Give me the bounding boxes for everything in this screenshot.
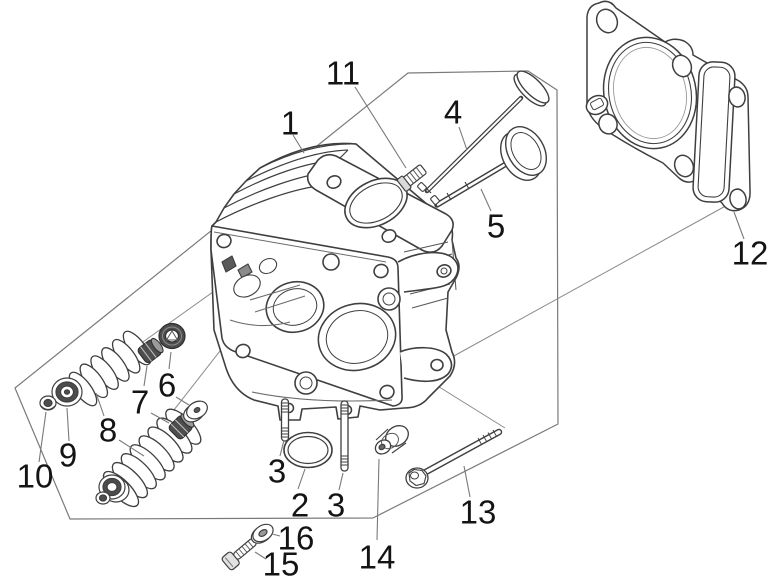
gasket-chain-passage: [692, 61, 736, 203]
callout-label-10: 10: [17, 458, 54, 495]
spring-retainer-upper: [158, 322, 186, 350]
bracket-hole: [436, 264, 452, 278]
rocker-detail: [221, 255, 393, 402]
callout-label-14: 14: [359, 539, 396, 576]
flange-hole: [381, 228, 397, 244]
valve-cap-upper: [39, 395, 57, 411]
intake-flange: [306, 153, 454, 254]
gasket-bore: [602, 36, 698, 150]
callout-label-9: 9: [59, 437, 77, 474]
callout-2: 2: [291, 468, 309, 524]
callout-12: 12: [732, 235, 769, 272]
callout-label-15: 15: [263, 546, 300, 582]
callout-label-5: 5: [487, 208, 505, 245]
callout-label-12: 12: [732, 235, 769, 272]
callout-label-3-right: 3: [327, 487, 345, 524]
callout-8: 8: [95, 392, 145, 457]
stem-seal-upper: [137, 337, 164, 364]
callout-7: 7: [131, 365, 170, 424]
o-ring: [283, 431, 333, 469]
bracket-hole: [430, 358, 444, 372]
flange-bolt: [405, 428, 503, 489]
plug: [374, 425, 409, 455]
gasket-alignment-line: [451, 202, 732, 358]
callout-label-7: 7: [131, 384, 149, 421]
flange-hole: [326, 174, 342, 190]
face-bolt-hole: [216, 233, 232, 249]
spring-seat-upper: [51, 377, 83, 407]
bolt-alignment-line: [435, 384, 506, 429]
callout-label-1: 1: [281, 105, 299, 142]
callout-label-11: 11: [326, 55, 360, 92]
valve-cap-lower: [95, 491, 111, 505]
callout-label-6: 6: [158, 367, 176, 404]
spring-retainer-lower: [183, 400, 208, 423]
stud-right: [340, 400, 349, 472]
callout-label-2: 2: [291, 487, 309, 524]
callout-label-4: 4: [444, 94, 462, 131]
head-gasket: [585, 0, 751, 212]
callout-label-16: 16: [278, 520, 315, 557]
gasket-label-leader: [733, 211, 745, 240]
face-bolt-hole: [379, 384, 395, 400]
callout-5: 5: [480, 188, 505, 245]
callout-3-right: 3: [327, 472, 345, 524]
callout-11: 11: [326, 55, 407, 169]
callout-label-8: 8: [99, 412, 117, 449]
group-boundary-outline: [14, 70, 559, 520]
mount-bracket: [397, 251, 459, 383]
callout-13: 13: [460, 465, 497, 531]
stud-left: [280, 398, 290, 442]
face-bolt-hole: [235, 343, 251, 359]
callout-3-left: 3: [268, 439, 286, 490]
callout-label-13: 13: [460, 494, 497, 531]
exhaust-valve: [434, 126, 547, 208]
cylinder-head: [210, 142, 460, 421]
callout-14: 14: [359, 458, 396, 576]
valve-keepers: [417, 182, 440, 205]
face-bolt-hole: [373, 263, 389, 279]
gasket-bolt-holes: [585, 8, 747, 210]
intake-valve: [424, 70, 550, 194]
callout-15: 15: [254, 546, 300, 582]
combustion-chamber: [265, 253, 401, 395]
callout-9: 9: [59, 407, 77, 474]
callouts: 1 2 3 3 4 5 6 7: [17, 55, 769, 582]
callout-label-3-left: 3: [268, 453, 286, 490]
callout-4: 4: [444, 94, 468, 151]
callout-10: 10: [17, 411, 54, 495]
adjuster-screw: [396, 164, 427, 192]
callout-1: 1: [281, 105, 305, 154]
washer: [250, 523, 274, 544]
callout-6: 6: [158, 351, 190, 406]
callout-16: 16: [271, 520, 315, 557]
